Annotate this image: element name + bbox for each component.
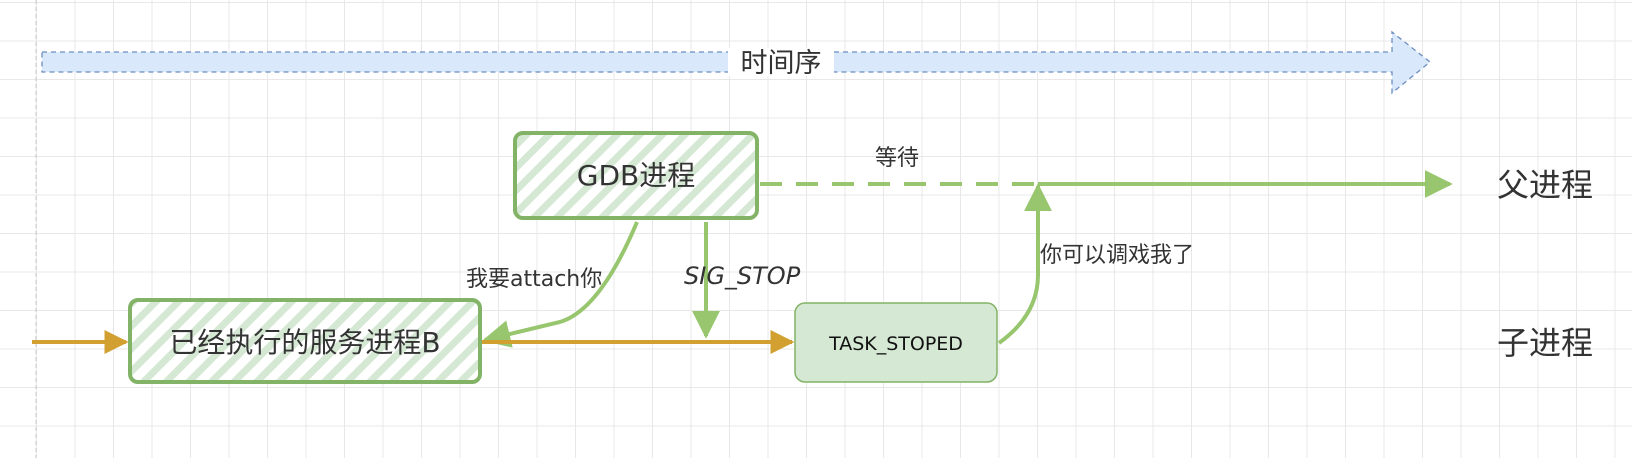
sigstop-label: SIG_STOP [684, 262, 801, 290]
attach-arrow [482, 221, 639, 348]
timeline-arrow: 时间序 [41, 30, 1432, 95]
task-stopped-label: TASK_STOPED [828, 333, 963, 355]
resume-arrow [997, 183, 1052, 345]
wait-label: 等待 [875, 146, 919, 171]
child-lane-label: 子进程 [1497, 324, 1593, 362]
gdb-process-node[interactable]: GDB进程 [513, 131, 759, 220]
service-process-node[interactable]: 已经执行的服务进程B [128, 298, 482, 384]
timeline-label: 时间序 [741, 48, 822, 79]
gdb-process-label: GDB进程 [577, 159, 695, 192]
attach-label: 我要attach你 [466, 267, 602, 292]
task-stopped-node[interactable]: TASK_STOPED [794, 302, 998, 383]
debug-me-label: 你可以调戏我了 [1040, 243, 1194, 268]
service-process-label: 已经执行的服务进程B [169, 326, 440, 359]
timeline-label-bg [728, 48, 834, 76]
parent-lane-label: 父进程 [1497, 166, 1593, 204]
